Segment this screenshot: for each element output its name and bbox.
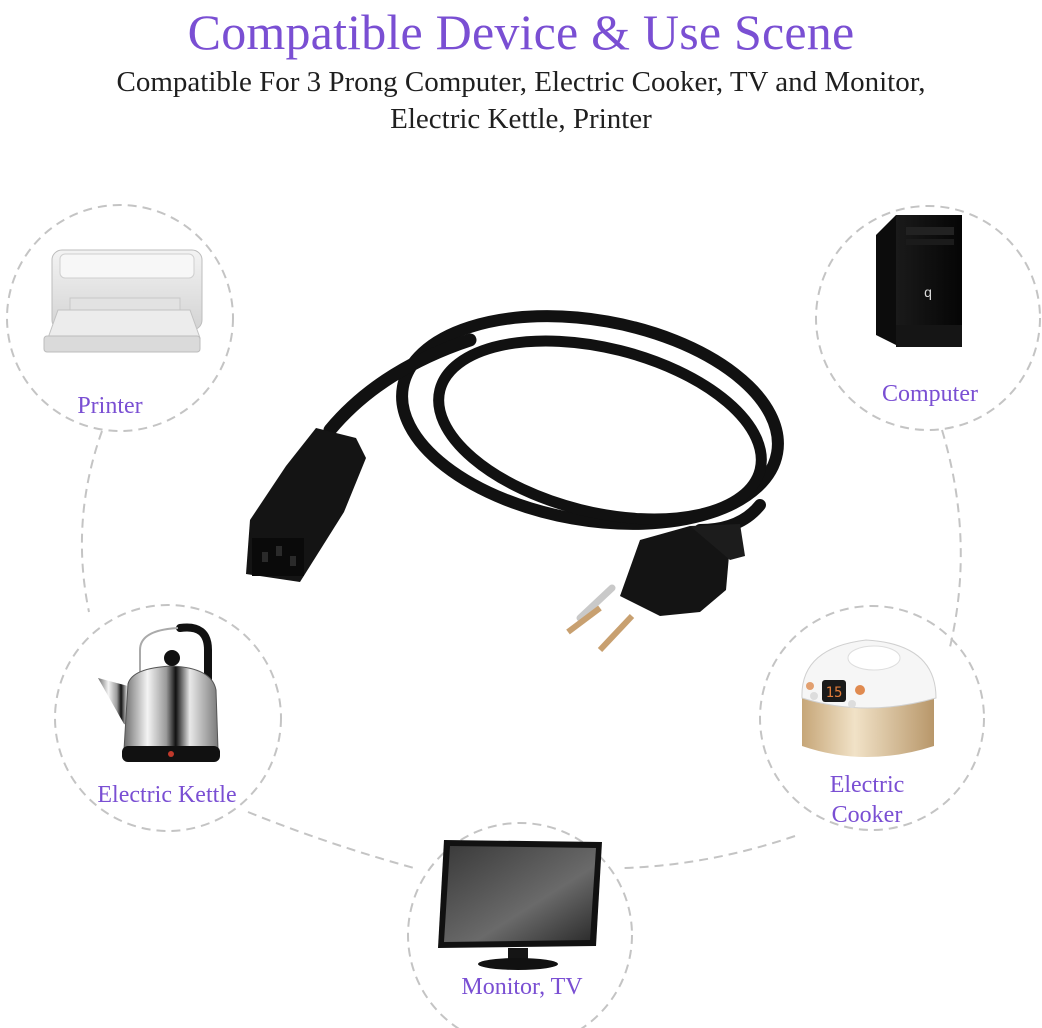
label-electric-kettle: Electric Kettle bbox=[97, 782, 237, 808]
label-electric-cooker-line2: Cooker bbox=[831, 802, 903, 828]
nema-plug-icon bbox=[566, 524, 745, 653]
label-printer: Printer bbox=[77, 393, 143, 419]
label-monitor-tv: Monitor, TV bbox=[461, 974, 583, 1000]
rice-cooker-icon: 15 bbox=[801, 639, 937, 757]
svg-text:q: q bbox=[924, 284, 932, 300]
label-computer: Computer bbox=[882, 381, 978, 407]
cooker-display: 15 bbox=[826, 685, 843, 701]
kettle-icon bbox=[98, 623, 220, 762]
page-subtitle: Compatible For 3 Prong Computer, Electri… bbox=[116, 66, 926, 135]
page-title: Compatible Device & Use Scene bbox=[187, 4, 855, 60]
dashed-circles bbox=[6, 204, 1041, 1028]
c13-connector-icon bbox=[246, 428, 366, 582]
desktop-tower-icon: q bbox=[876, 215, 962, 347]
label-electric-cooker-line1: Electric bbox=[829, 772, 905, 798]
power-cord-icon bbox=[323, 310, 784, 536]
monitor-icon bbox=[438, 840, 602, 970]
printer-icon bbox=[43, 249, 203, 353]
